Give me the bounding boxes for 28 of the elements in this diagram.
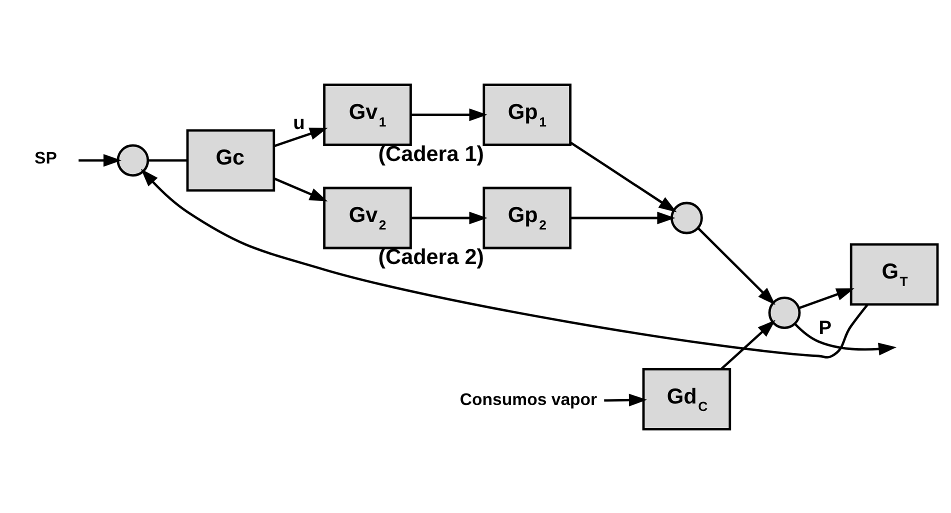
node-box: Gv$_{1}$: [323, 83, 412, 146]
edge-label: u: [293, 112, 305, 134]
node-circle: [670, 201, 703, 234]
connector: [148, 158, 188, 162]
node-circle: [768, 296, 801, 328]
arrow: [570, 140, 677, 212]
arrow: [570, 211, 676, 224]
node-text: Consumos vapor: [460, 389, 598, 408]
node-circle: [116, 144, 150, 176]
edge-label: P: [818, 318, 832, 339]
arrow: [410, 108, 488, 121]
node-box: Gv$_{2}$: [323, 186, 412, 249]
arrow: [720, 319, 776, 370]
arrow: [274, 176, 328, 201]
arrow: [798, 288, 854, 309]
arrow: [794, 322, 897, 355]
arrow: [140, 168, 869, 358]
node-text: SP: [34, 148, 57, 168]
node-box: Gp$_{1}$: [482, 83, 572, 146]
arrow: [78, 154, 122, 166]
node-box: Gc: [186, 128, 276, 192]
arrow: [274, 127, 328, 147]
arrow: [604, 393, 648, 406]
node-box: Gp$_{2}$: [482, 186, 572, 249]
node-box: G$_{T}$: [850, 242, 939, 306]
arrow: [410, 211, 488, 224]
node-box: Gd$_{C}$: [642, 368, 732, 430]
arrow: [697, 226, 776, 304]
